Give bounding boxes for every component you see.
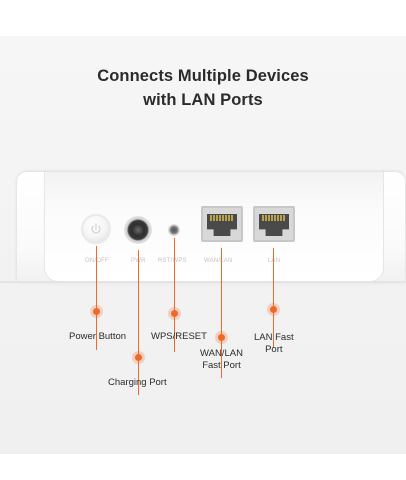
callout-dot-wan-lan xyxy=(218,334,225,341)
callout-wan-lan-line-2: Fast Port xyxy=(202,360,241,371)
leader-line-power xyxy=(96,246,97,350)
headline-line-2: with LAN Ports xyxy=(143,91,263,109)
lan-port xyxy=(253,206,295,242)
leader-line-lan xyxy=(273,248,274,348)
leader-line-reset xyxy=(174,238,175,352)
callout-charging-port: Charging Port xyxy=(108,377,167,388)
wan-lan-port xyxy=(201,206,243,242)
callout-dot-lan xyxy=(270,306,277,313)
power-icon xyxy=(91,223,101,234)
headline-line-1: Connects Multiple Devices xyxy=(97,67,309,85)
device-base-line xyxy=(0,281,406,283)
reset-hole xyxy=(168,224,180,236)
callout-dot-power xyxy=(93,308,100,315)
callout-dot-reset xyxy=(171,310,178,317)
callout-lan-fast-port: LAN Fast Port xyxy=(254,332,294,356)
port-label-rst-wps: RST/WPS xyxy=(158,258,187,264)
charging-port xyxy=(124,216,152,244)
product-image-area: Connects Multiple Devices with LAN Ports… xyxy=(0,36,406,454)
leader-line-charging xyxy=(138,250,139,395)
callout-wan-lan-fast-port: WAN/LAN Fast Port xyxy=(200,348,243,372)
callout-power-button: Power Button xyxy=(69,331,127,342)
port-label-wan-lan: WAN/LAN xyxy=(204,258,233,264)
port-label-lan: LAN xyxy=(268,258,281,264)
lan-port-pins xyxy=(262,215,286,221)
power-button xyxy=(83,216,109,242)
callout-wps-reset: WPS/RESET xyxy=(151,331,207,342)
headline: Connects Multiple Devices with LAN Ports xyxy=(0,64,406,112)
wan-lan-port-pins xyxy=(210,215,234,221)
leader-line-wan-lan xyxy=(221,248,222,378)
callout-lan-line-2: Port xyxy=(265,344,283,355)
callout-lan-line-1: LAN Fast xyxy=(254,332,294,343)
callout-dot-charging xyxy=(135,354,142,361)
callout-wan-lan-line-1: WAN/LAN xyxy=(200,348,243,359)
